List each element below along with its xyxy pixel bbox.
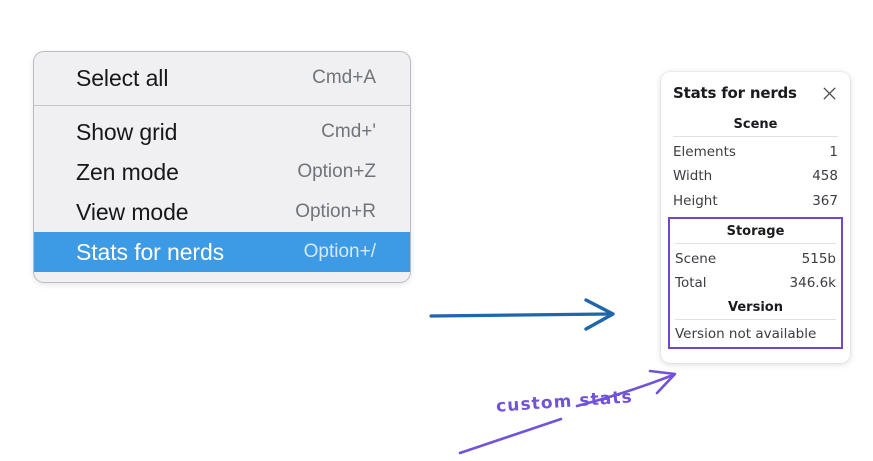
scene-section-heading: Scene	[733, 117, 778, 132]
row-value: 1	[829, 144, 838, 160]
section-divider	[675, 319, 836, 321]
row-label: Height	[673, 192, 718, 209]
row-label: Scene	[675, 250, 717, 267]
section-divider	[673, 136, 838, 137]
menu-item-zen-mode[interactable]: Zen mode Option+Z	[34, 152, 410, 192]
row-value: 458	[812, 168, 838, 185]
menu-separator	[34, 105, 410, 106]
stats-for-nerds-panel: Stats for nerds Scene Elements 1 Width 4…	[661, 72, 850, 364]
menu-item-shortcut: Cmd+'	[321, 121, 376, 142]
version-note: Version not available	[675, 326, 817, 343]
menu-item-shortcut: Option+R	[295, 201, 376, 222]
purple-underline-stroke	[458, 417, 563, 455]
table-row: Height 367	[673, 189, 838, 213]
row-value: 515b	[801, 250, 836, 267]
table-row: Total 346.6k	[675, 271, 836, 295]
row-label: Width	[673, 168, 713, 185]
menu-item-show-grid[interactable]: Show grid Cmd+'	[34, 112, 410, 152]
row-label: Total	[675, 275, 707, 291]
row-label: Elements	[673, 144, 736, 160]
scene-section: Scene Elements 1 Width 458 Height 367	[673, 112, 838, 213]
blue-arrow	[429, 298, 615, 331]
section-divider	[675, 242, 836, 244]
stats-panel-header: Stats for nerds	[673, 84, 838, 102]
storage-section: Storage Scene 515b Total 346.6k	[675, 219, 836, 296]
menu-item-label: View mode	[76, 198, 189, 225]
version-section: Version Version not available	[675, 295, 836, 343]
menu-group-2: Show grid Cmd+' Zen mode Option+Z View m…	[34, 112, 410, 272]
table-row: Scene 515b	[675, 247, 836, 271]
menu-item-label: Show grid	[76, 118, 178, 145]
annotation-label-custom-stats: custom stats	[495, 387, 634, 417]
menu-group-1: Select all Cmd+A	[34, 58, 410, 98]
row-value: 367	[812, 192, 838, 209]
row-value: 346.6k	[789, 275, 836, 291]
context-menu[interactable]: Select all Cmd+A Show grid Cmd+' Zen mod…	[33, 51, 411, 283]
menu-item-shortcut: Option+Z	[297, 161, 376, 182]
menu-item-select-all[interactable]: Select all Cmd+A	[34, 58, 410, 98]
menu-item-view-mode[interactable]: View mode Option+R	[34, 192, 410, 232]
menu-item-shortcut: Option+/	[303, 241, 376, 262]
stats-panel-title: Stats for nerds	[673, 84, 797, 102]
menu-item-shortcut: Cmd+A	[312, 67, 376, 88]
close-icon[interactable]	[821, 85, 838, 102]
table-row: Width 458	[673, 164, 838, 188]
table-row: Elements 1	[673, 140, 838, 164]
version-section-heading: Version	[728, 300, 783, 316]
storage-section-heading: Storage	[726, 223, 785, 239]
menu-item-stats-for-nerds[interactable]: Stats for nerds Option+/	[34, 232, 410, 272]
menu-item-label: Select all	[76, 64, 169, 91]
menu-item-label: Zen mode	[76, 158, 179, 185]
custom-stats-highlight-box: Storage Scene 515b Total 346.6k Version …	[668, 216, 843, 350]
menu-item-label: Stats for nerds	[76, 238, 225, 265]
